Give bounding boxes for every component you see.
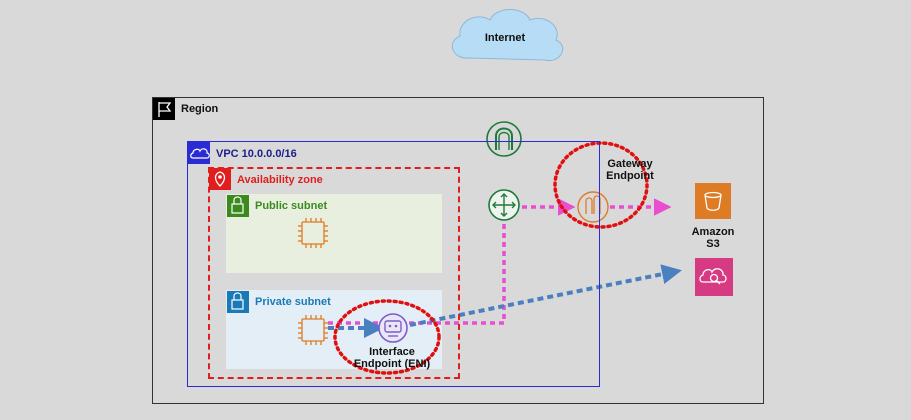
region-container	[152, 97, 764, 404]
public-subnet-label: Public subnet	[255, 200, 328, 212]
internet-gateway-icon	[486, 121, 522, 157]
region-label: Region	[181, 103, 219, 115]
interface-endpoint-label-line2: Endpoint (ENI)	[353, 358, 431, 370]
cloud-icon	[190, 148, 210, 159]
chip-icon	[298, 218, 328, 248]
interface-endpoint-path	[328, 264, 682, 338]
availability-zone-container	[208, 167, 460, 379]
amazon-s3-label-line2: S3	[706, 238, 720, 250]
gateway-endpoint-icon	[577, 191, 609, 223]
gateway-endpoint-label-line1: Gateway	[607, 158, 653, 170]
location-pin-icon	[214, 171, 226, 187]
chip-icon	[298, 315, 328, 345]
internet-label: Internet	[484, 32, 526, 44]
gateway-endpoint-highlight	[553, 141, 649, 229]
vpc-container	[187, 141, 600, 387]
lock-icon	[231, 292, 244, 310]
flag-icon	[158, 102, 172, 117]
availability-zone-label: Availability zone	[237, 174, 323, 186]
interface-endpoint-icon	[378, 313, 408, 343]
amazon-s3-label-line1: Amazon	[691, 226, 735, 238]
internet-cloud-icon	[451, 9, 564, 62]
vpc-label: VPC 10.0.0.0/16	[216, 148, 297, 160]
lock-icon	[231, 196, 244, 214]
private-subnet-label: Private subnet	[255, 296, 331, 308]
interface-endpoint-label-line1: Interface	[369, 346, 415, 358]
interface-endpoint-highlight	[333, 299, 441, 375]
bucket-icon	[704, 191, 722, 211]
amazon-s3-label: Amazon S3	[683, 226, 743, 250]
gateway-endpoint-label: Gateway Endpoint	[600, 158, 660, 182]
router-icon	[488, 189, 520, 221]
gateway-endpoint-label-line2: Endpoint	[606, 170, 654, 182]
interface-endpoint-label: Interface Endpoint (ENI)	[344, 346, 440, 370]
cloud-search-icon	[699, 268, 727, 285]
